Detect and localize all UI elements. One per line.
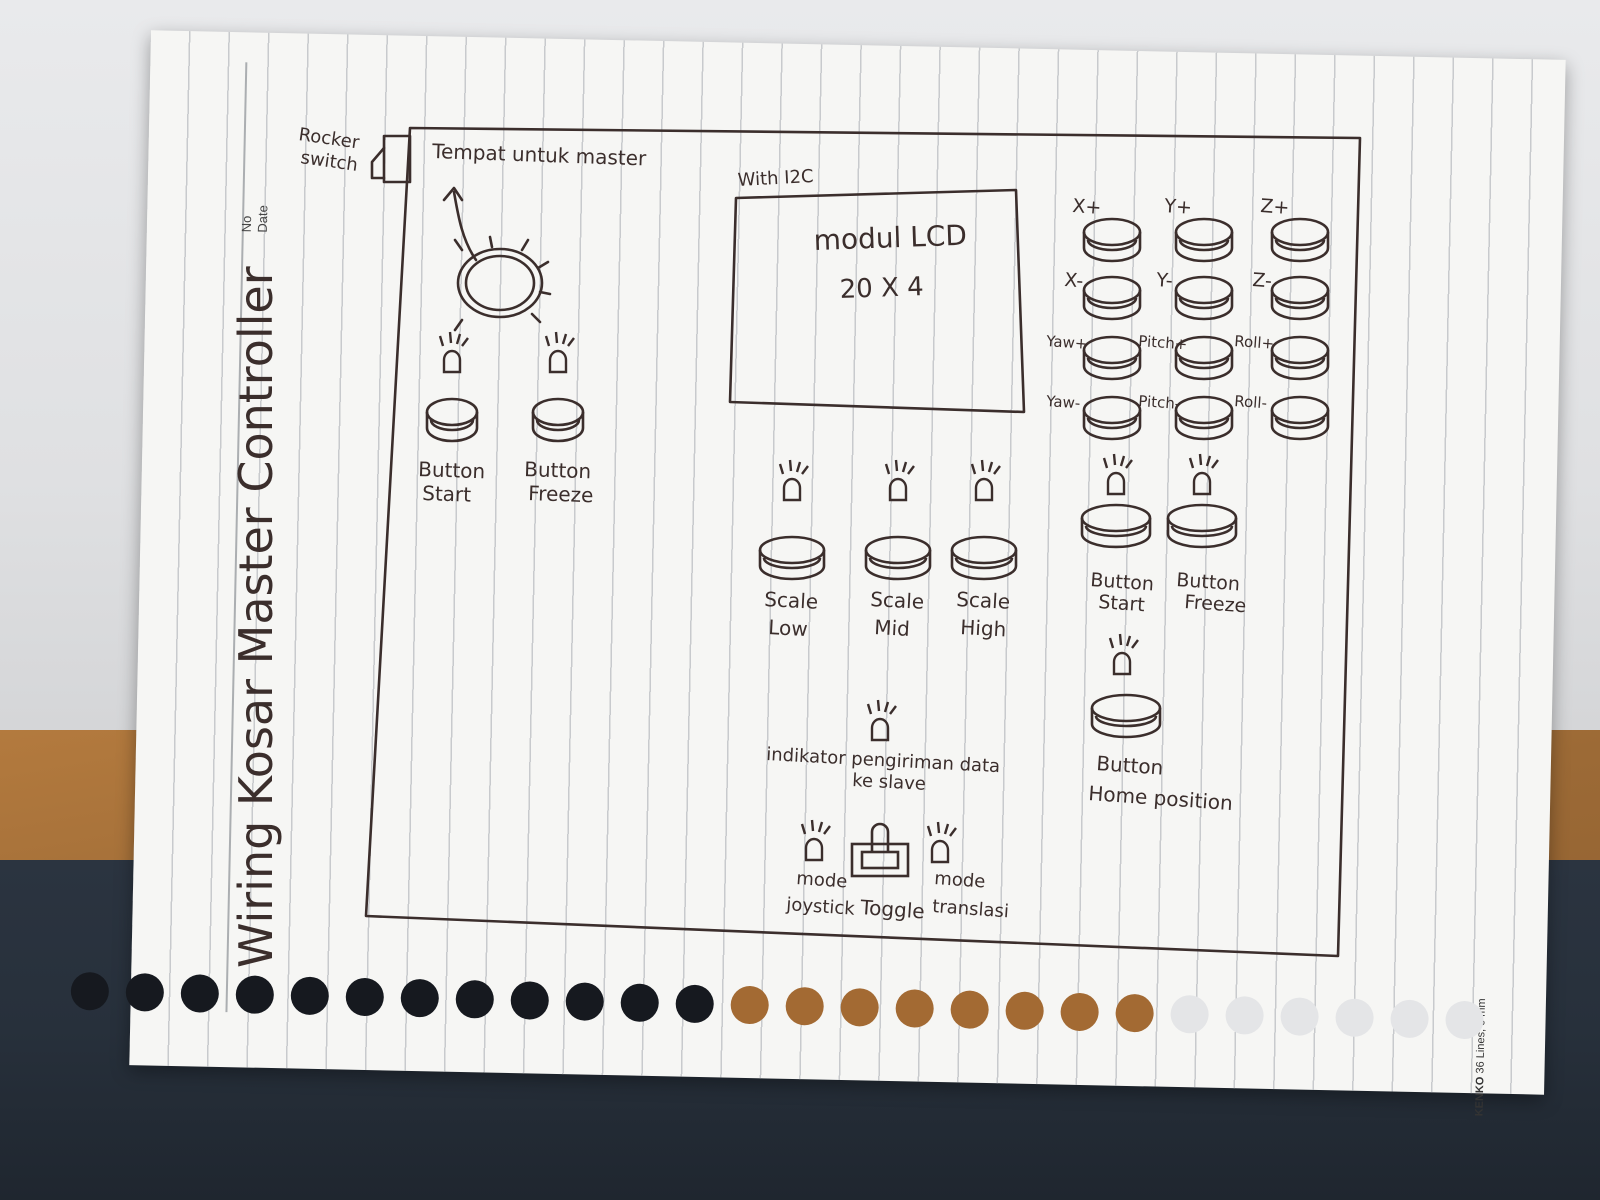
- axis-button-icon: [1270, 335, 1330, 381]
- push-button-icon: [1166, 503, 1238, 549]
- indicator-label: ke slave: [852, 770, 927, 795]
- push-button-icon: [1080, 503, 1152, 549]
- rocker-switch-icon: [370, 134, 412, 184]
- mode-label: mode: [796, 868, 848, 893]
- axis-button-label: Pitch+: [1138, 332, 1188, 353]
- home-button-icon: [1090, 693, 1162, 739]
- axis-button-label: Y+: [1163, 195, 1193, 219]
- axis-button-icon: [1174, 335, 1234, 381]
- master-mount-icon: [442, 186, 552, 332]
- master-spot-label: Tempat untuk master: [431, 139, 648, 171]
- lcd-label: modul LCD: [813, 219, 967, 257]
- scale-button-label: Scale: [870, 587, 925, 614]
- lcd-interface-label: With I2C: [737, 166, 814, 191]
- scale-button-label: High: [960, 615, 1007, 641]
- right-button-label: Freeze: [1184, 591, 1247, 617]
- home-button-label: Button: [1096, 751, 1165, 780]
- left-button-label: Freeze: [528, 481, 594, 507]
- axis-button-icon: [1174, 395, 1234, 441]
- axis-button-icon: [1270, 395, 1330, 441]
- joystick-mode-led-icon: [800, 819, 831, 862]
- axis-button-label: Z+: [1260, 195, 1290, 219]
- right-button-label: Button: [1090, 569, 1155, 595]
- scale-led-icon: [778, 459, 809, 502]
- toggle-label: Toggle: [859, 895, 926, 923]
- data-indicator-led-icon: [866, 699, 897, 742]
- translasi-mode-led-icon: [926, 821, 957, 864]
- axis-button-label: Pitch-: [1138, 392, 1181, 413]
- toggle-switch-icon: [850, 822, 910, 878]
- axis-button-icon: [1174, 275, 1234, 321]
- axis-button-icon: [1082, 275, 1142, 321]
- axis-button-icon: [1082, 335, 1142, 381]
- board-outline: [364, 126, 1362, 958]
- scale-button-label: Scale: [956, 587, 1011, 614]
- push-button-icon: [531, 397, 585, 443]
- left-button-label: Button: [418, 457, 486, 483]
- scale-button-icon: [950, 535, 1018, 581]
- scale-button-label: Low: [768, 615, 809, 641]
- status-led-icon: [1188, 453, 1219, 496]
- page-title: Wiring Kosar Master Controller: [229, 266, 283, 968]
- axis-button-icon: [1270, 275, 1330, 321]
- scale-button-label: Scale: [764, 587, 819, 614]
- lcd-size-label: 20 X 4: [839, 272, 924, 305]
- scale-led-icon: [970, 459, 1001, 502]
- axis-button-icon: [1082, 395, 1142, 441]
- status-led-icon: [544, 331, 575, 374]
- axis-button-label: Z-: [1252, 269, 1273, 292]
- axis-button-label: Yaw+: [1045, 332, 1088, 353]
- right-button-label: Start: [1098, 591, 1146, 616]
- axis-button-label: X-: [1064, 269, 1084, 292]
- home-button-label: Home position: [1088, 781, 1234, 815]
- scale-button-icon: [864, 535, 932, 581]
- axis-button-icon: [1082, 217, 1142, 263]
- axis-button-label: Yaw-: [1045, 392, 1081, 412]
- mode-label: translasi: [932, 896, 1010, 922]
- scale-led-icon: [884, 459, 915, 502]
- axis-button-label: Y-: [1155, 269, 1174, 292]
- axis-button-icon: [1270, 217, 1330, 263]
- status-led-icon: [438, 331, 469, 374]
- scale-button-label: Mid: [874, 615, 911, 641]
- scale-button-icon: [758, 535, 826, 581]
- axis-button-icon: [1174, 217, 1234, 263]
- mode-label: mode: [934, 868, 986, 893]
- left-button-label: Start: [422, 481, 472, 507]
- lcd-module-box: [728, 188, 1026, 414]
- axis-button-label: Roll+: [1234, 332, 1275, 353]
- push-button-icon: [425, 397, 479, 443]
- home-led-icon: [1108, 633, 1139, 676]
- mode-label: joystick: [785, 894, 856, 920]
- right-button-label: Button: [1176, 569, 1241, 595]
- axis-button-label: X+: [1072, 195, 1102, 219]
- status-led-icon: [1102, 453, 1133, 496]
- left-button-label: Button: [524, 457, 592, 483]
- axis-button-label: Roll-: [1234, 392, 1268, 412]
